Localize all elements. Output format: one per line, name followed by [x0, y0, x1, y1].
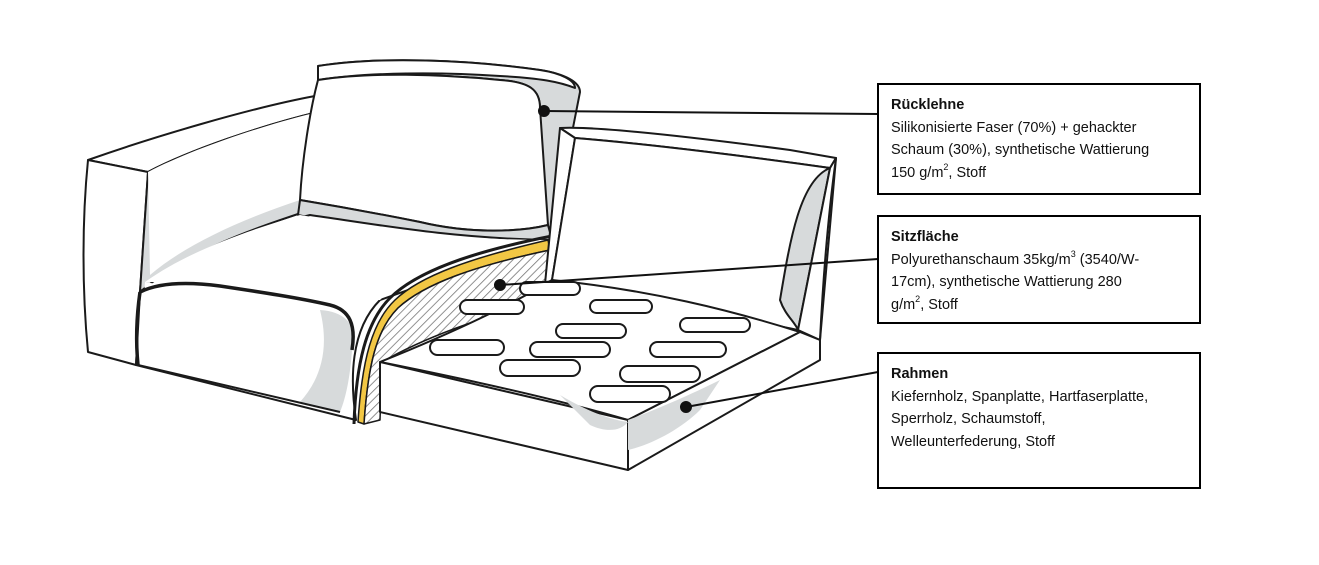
callout-seat: Sitzfläche Polyurethanschaum 35kg/m3 (35… — [877, 215, 1201, 324]
callout-backrest-line1: Silikonisierte Faser (70%) + gehackter — [891, 119, 1137, 136]
leader-lines — [494, 105, 879, 413]
sofa-backrest-frame — [544, 126, 837, 341]
callout-backrest-title: Rücklehne — [891, 97, 965, 113]
callout-frame-title: Rahmen — [891, 366, 949, 382]
leader-back-dot — [538, 105, 550, 117]
sofa-armrest — [82, 95, 319, 366]
leader-seat-dot — [494, 279, 506, 291]
callout-frame-line1: Kiefernholz, Spanplatte, Hartfaserplatte… — [891, 388, 1149, 405]
callout-backrest-line3: 150 g/m2, Stoff — [891, 161, 987, 181]
callout-seat-title: Sitzfläche — [891, 229, 959, 245]
callout-seat-line1: Polyurethanschaum 35kg/m3 (3540/W- — [891, 248, 1140, 268]
leader-seat — [499, 258, 879, 286]
leader-frame — [685, 371, 879, 408]
callout-frame-line2: Sperrholz, Schaumstoff, — [891, 411, 1046, 427]
callout-seat-line3: g/m2, Stoff — [891, 293, 958, 313]
callout-backrest-line2: Schaum (30%), synthetische Wattierung — [891, 142, 1150, 158]
leader-frame-dot — [680, 401, 692, 413]
callout-frame-line3: Welleunterfederung, Stoff — [891, 433, 1055, 450]
callout-frame: Rahmen Kiefernholz, Spanplatte, Hartfase… — [877, 352, 1201, 489]
callout-seat-line2: 17cm), synthetische Wattierung 280 — [891, 274, 1122, 290]
sofa-backrest-cushion — [297, 59, 581, 246]
leader-back — [543, 110, 879, 115]
callout-backrest: Rücklehne Silikonisierte Faser (70%) + g… — [877, 83, 1201, 195]
